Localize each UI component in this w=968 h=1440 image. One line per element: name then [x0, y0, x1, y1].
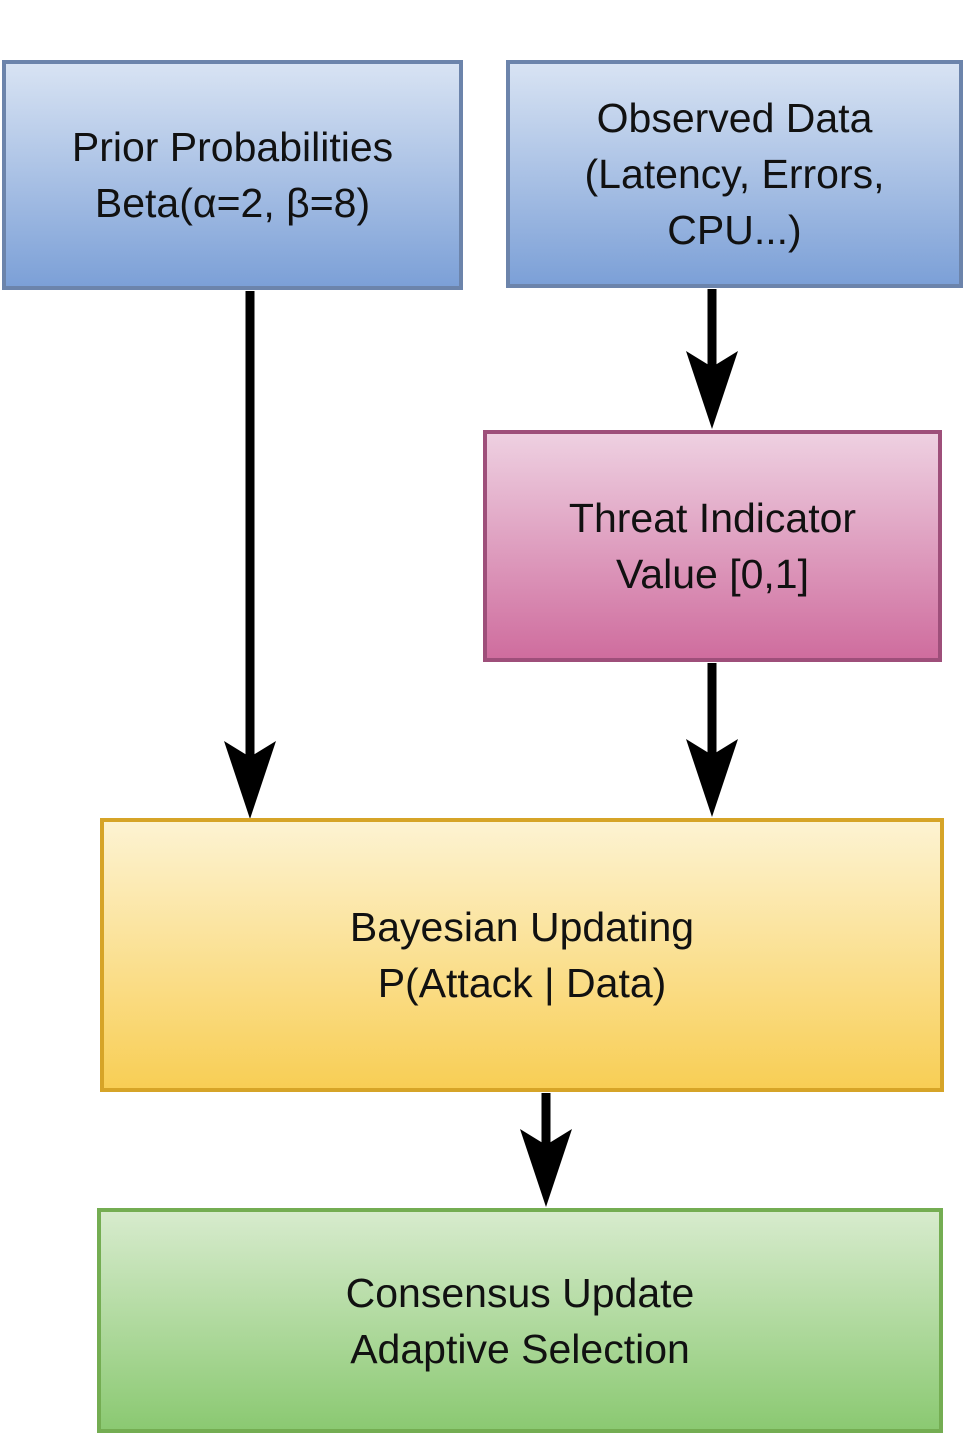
arrow-bayesian-to-consensus — [520, 1093, 572, 1207]
node-bayesian-updating: Bayesian Updating P(Attack | Data) — [100, 818, 944, 1092]
node-line: P(Attack | Data) — [377, 960, 667, 1006]
node-line: Bayesian Updating — [349, 904, 695, 950]
node-observed-data: Observed Data (Latency, Errors, CPU...) — [506, 60, 963, 288]
node-line: Beta(α=2, β=8) — [94, 180, 371, 226]
node-line: Threat Indicator — [568, 495, 857, 541]
arrow-threat-to-bayesian — [686, 663, 738, 817]
node-line: Adaptive Selection — [350, 1325, 690, 1372]
node-consensus-update: Consensus Update Adaptive Selection — [97, 1208, 943, 1433]
node-line: Consensus Update — [345, 1269, 695, 1316]
node-line: Observed Data — [596, 95, 873, 141]
node-threat-indicator: Threat Indicator Value [0,1] — [483, 430, 942, 662]
node-line: Prior Probabilities — [71, 124, 394, 170]
node-line: CPU...) — [667, 207, 802, 253]
node-prior-probabilities: Prior Probabilities Beta(α=2, β=8) — [2, 60, 463, 290]
node-line: (Latency, Errors, — [584, 151, 885, 197]
arrow-prior-to-bayesian — [224, 291, 276, 819]
arrow-observed-to-threat — [686, 289, 738, 429]
node-line: Value [0,1] — [616, 551, 809, 597]
